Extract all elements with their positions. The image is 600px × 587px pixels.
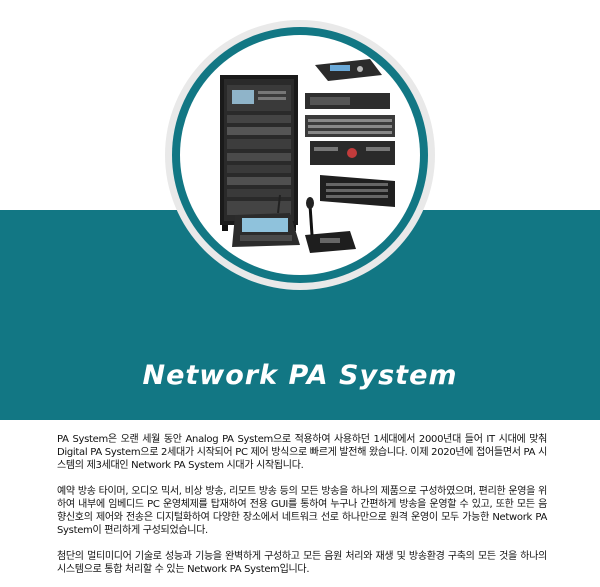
page-title: Network PA System xyxy=(142,360,458,391)
microphone-station xyxy=(305,197,356,253)
rack-cabinet xyxy=(220,75,298,231)
pa-equipment-image xyxy=(220,59,395,253)
description-paragraph-3: 첨단의 멀티미디어 기술로 성능과 기능을 완벽하게 구성하고 모든 음원 처리… xyxy=(57,551,547,575)
product-image-circle xyxy=(180,35,420,275)
digital-mixer xyxy=(320,175,395,207)
control-console xyxy=(232,194,300,247)
description-text: PA System은 오랜 세월 동안 Analog PA System으로 적… xyxy=(57,433,547,587)
remote-controller-top xyxy=(315,59,382,81)
description-paragraph-1: PA System은 오랜 세월 동안 Analog PA System으로 적… xyxy=(57,434,547,471)
description-paragraph-2: 예약 방송 타이머, 오디오 믹서, 비상 방송, 리모트 방송 등의 모든 방… xyxy=(57,486,547,536)
amplifier-units xyxy=(305,93,395,165)
